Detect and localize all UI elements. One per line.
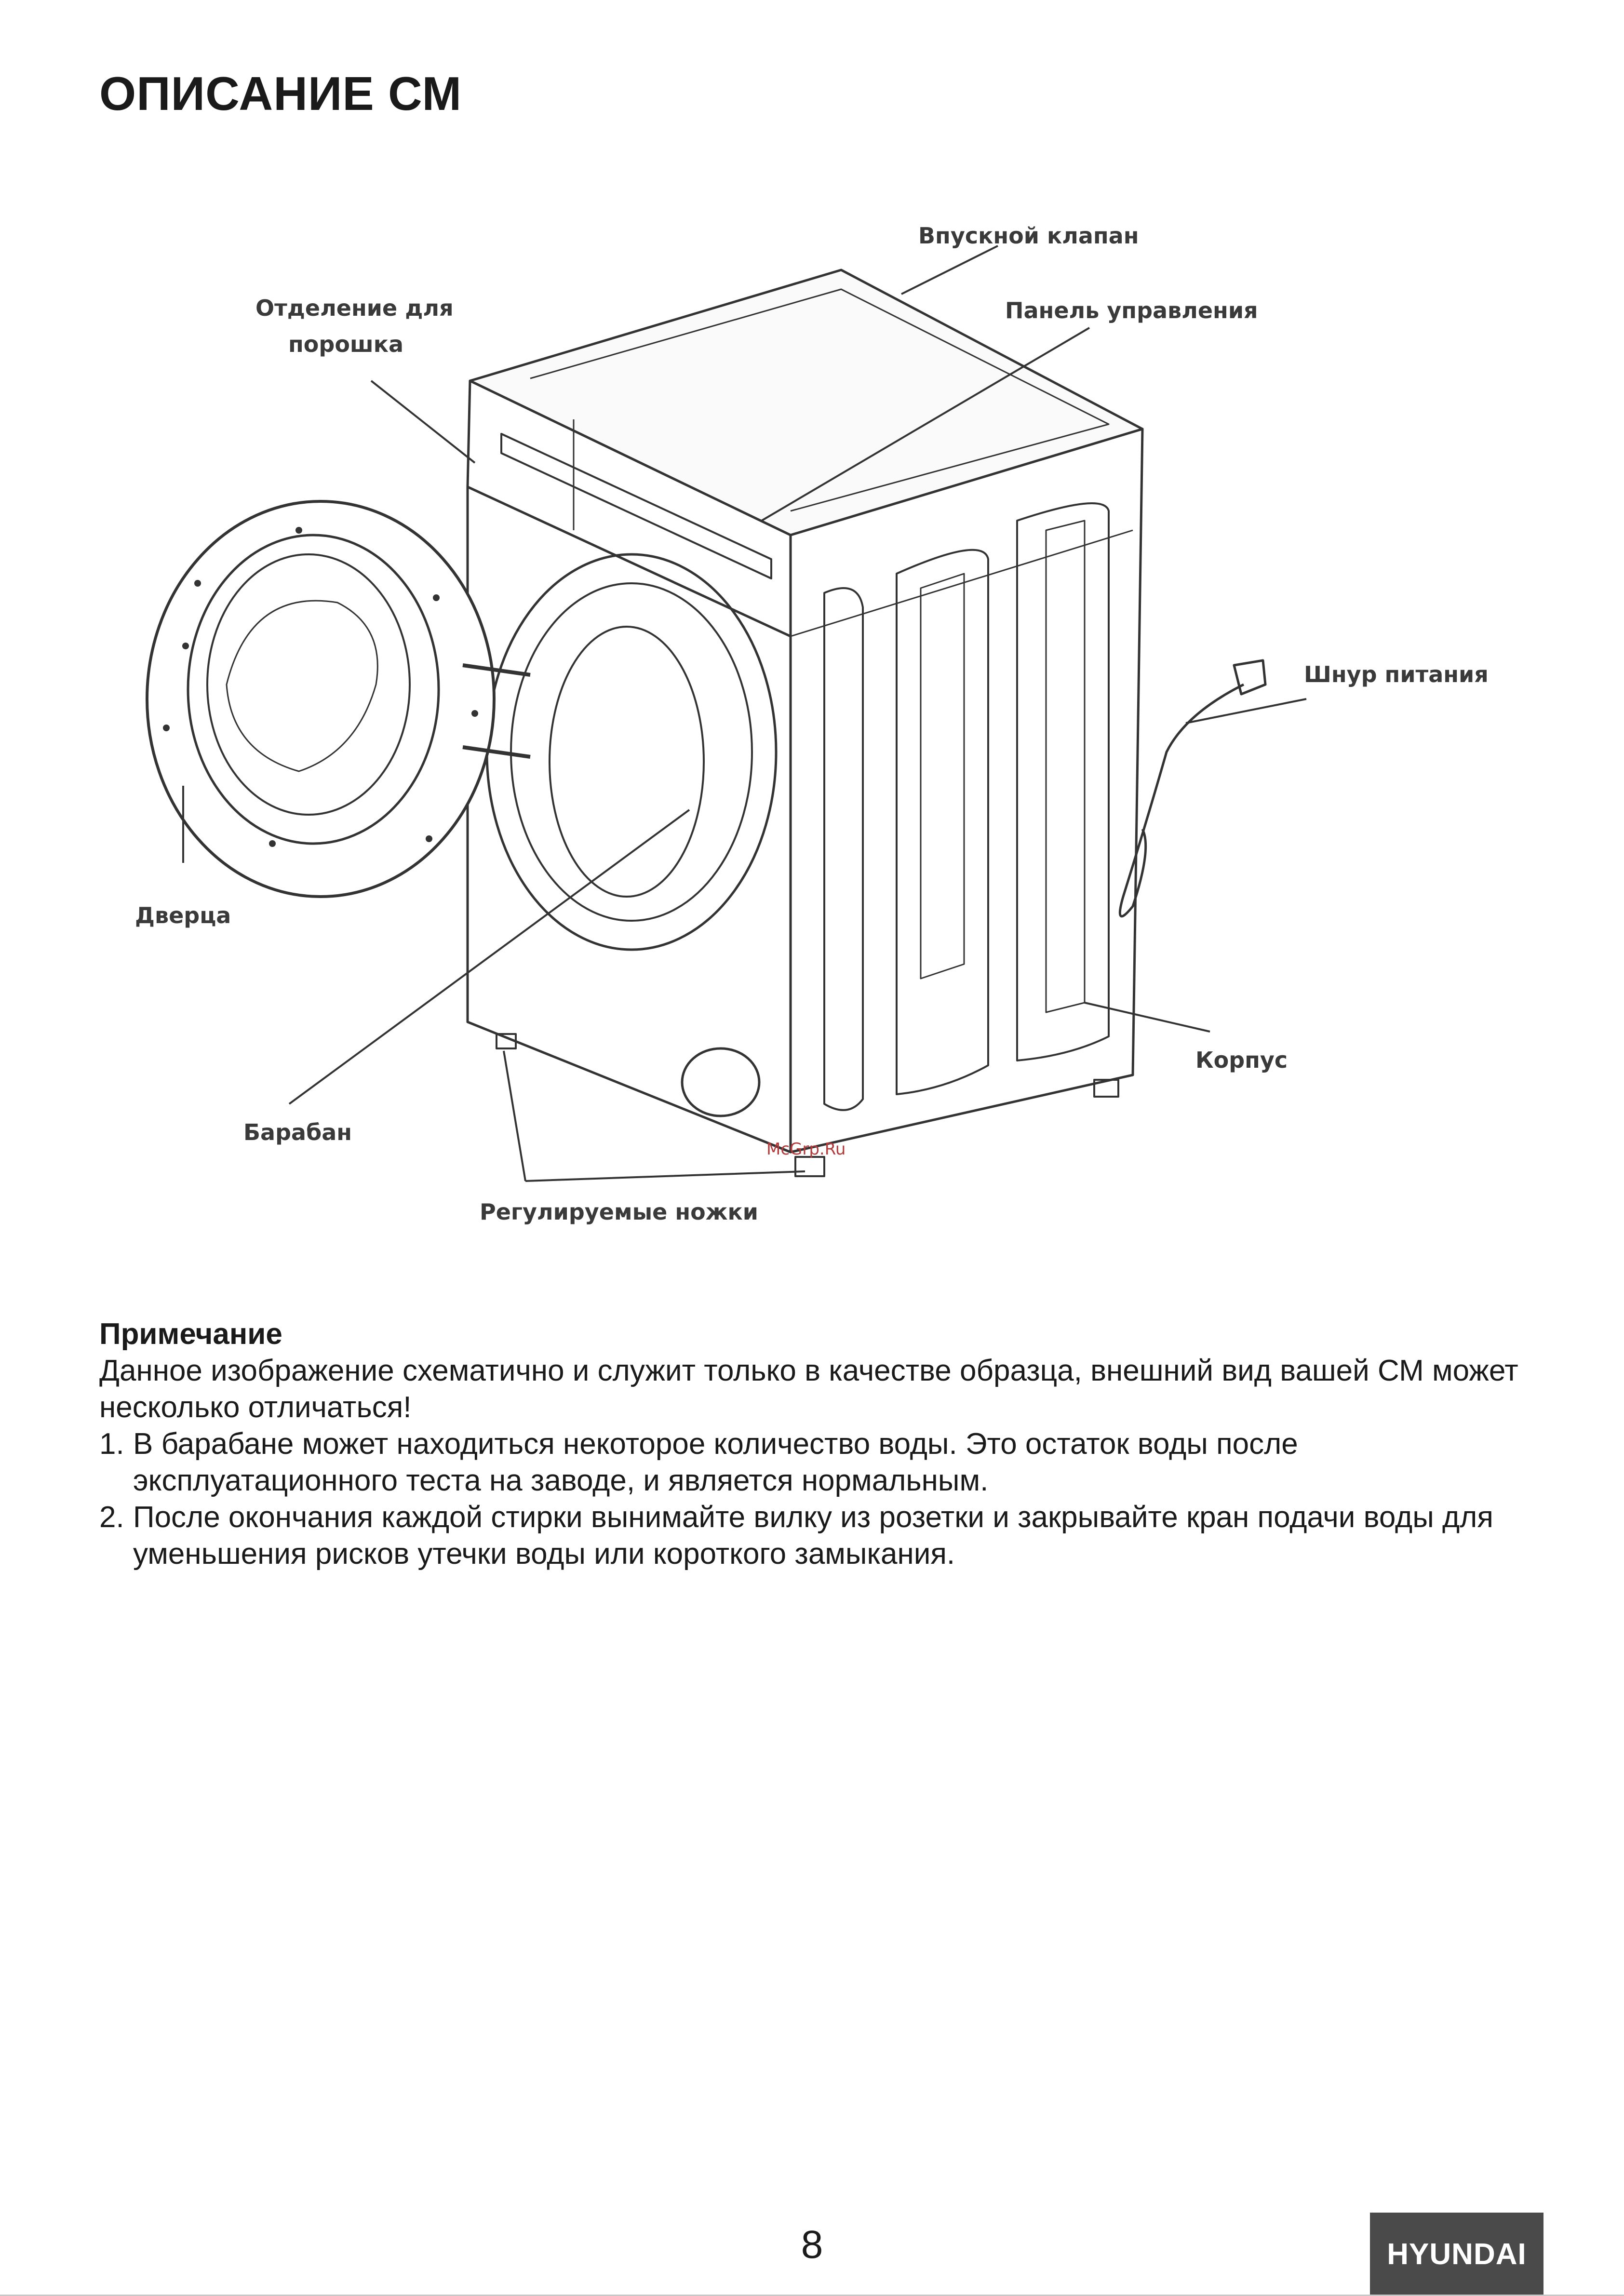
bottom-divider (0, 2295, 1624, 2296)
foot-left (496, 1033, 517, 1049)
note-item-number: 1. (99, 1427, 124, 1461)
door (146, 500, 496, 898)
label-drum: Барабан (243, 1119, 352, 1145)
drum (549, 626, 705, 898)
note-section: Примечание Данное изображение схематично… (99, 1316, 1526, 1572)
note-intro: Данное изображение схематично и служит т… (99, 1354, 1518, 1424)
note-item: 2. После окончания каждой стирки вынимай… (99, 1499, 1526, 1572)
note-item-text: В барабане может находиться некоторое ко… (133, 1427, 1298, 1497)
brand-logo: HYUNDAI (1370, 2213, 1543, 2296)
note-list: 1. В барабане может находиться некоторое… (99, 1426, 1526, 1572)
label-powder-compartment: Отделение для (255, 295, 454, 321)
power-cord (1118, 683, 1245, 918)
page-title: ОПИСАНИЕ СМ (99, 67, 462, 120)
label-powder-compartment-2: порошка (288, 331, 403, 357)
foot-right (1093, 1079, 1119, 1098)
note-item: 1. В барабане может находиться некоторое… (99, 1426, 1526, 1499)
label-inlet-valve: Впускной клапан (918, 223, 1139, 249)
note-item-text: После окончания каждой стирки вынимайте … (133, 1501, 1493, 1571)
note-item-number: 2. (99, 1501, 124, 1534)
washing-machine-diagram: Впускной клапан Панель управления Отделе… (135, 223, 1489, 1225)
label-power-cord: Шнур питания (1304, 661, 1489, 687)
foot-center (794, 1156, 825, 1177)
page-number: 8 (801, 2223, 823, 2267)
label-door: Дверца (135, 902, 231, 928)
watermark: McGrp.Ru (766, 1140, 846, 1159)
label-body: Корпус (1195, 1047, 1288, 1073)
label-control-panel: Панель управления (1005, 297, 1258, 323)
note-heading: Примечание (99, 1317, 282, 1351)
machine-side (789, 428, 1144, 1154)
label-adjustable-feet: Регулируемые ножки (480, 1199, 758, 1225)
